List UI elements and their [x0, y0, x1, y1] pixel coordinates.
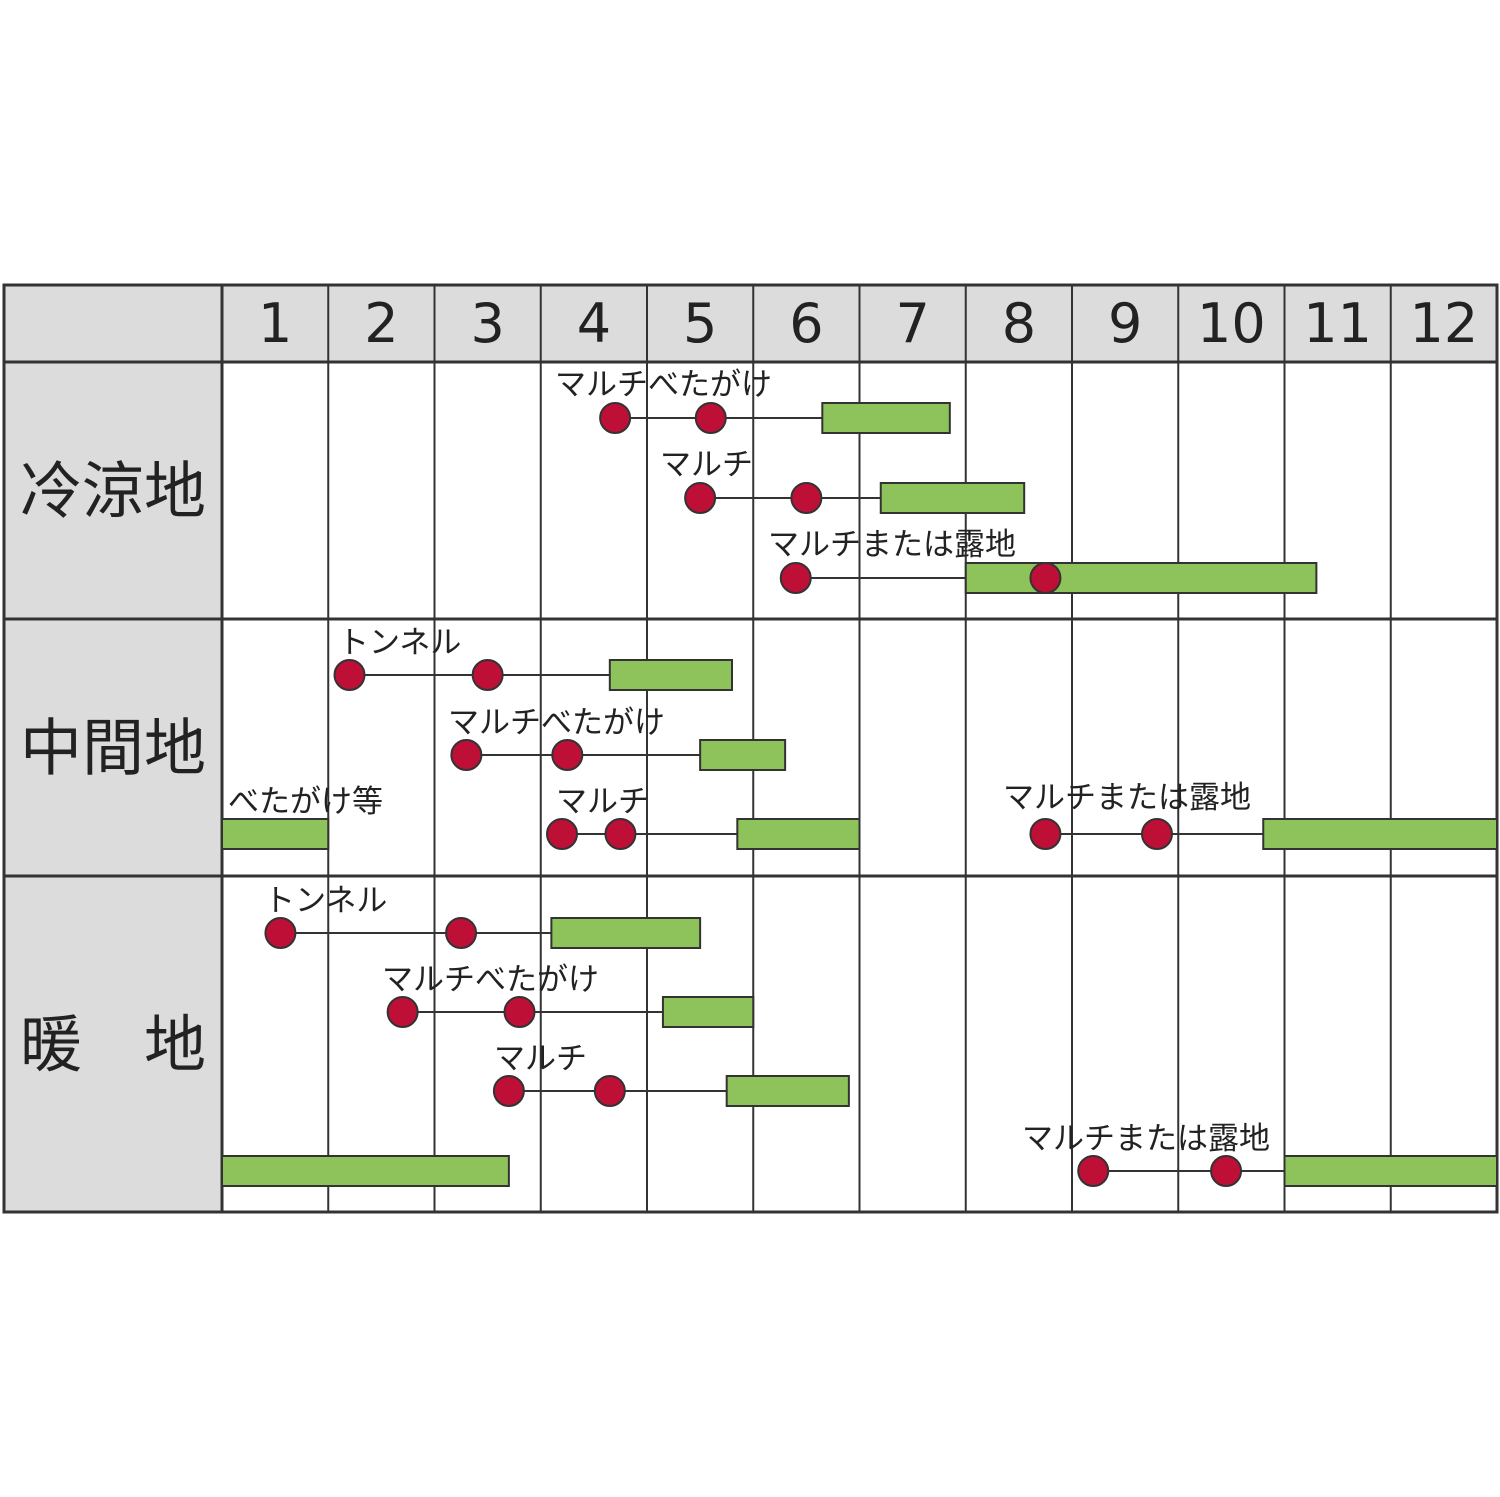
planting-marker: [471, 659, 504, 691]
sowing-marker: [492, 1075, 525, 1107]
harvest-period-bar: [1262, 818, 1498, 850]
region-name: 中間地: [20, 712, 206, 785]
harvest-period-bar: [699, 739, 787, 771]
planting-marker: [503, 996, 536, 1028]
harvest-period-bar: [736, 818, 861, 850]
planting-marker: [551, 739, 584, 771]
row-label: べたがけ等: [228, 784, 383, 820]
region-name: 冷涼地: [20, 455, 206, 528]
month-label: 10: [1197, 292, 1266, 355]
planting-marker: [604, 818, 637, 850]
harvest-period-bar: [725, 1075, 850, 1107]
harvest-period-bar: [1283, 1155, 1498, 1187]
row-label: マルチべたがけ: [382, 962, 599, 998]
harvest-period-bar: [221, 818, 330, 850]
month-label: 8: [1002, 292, 1036, 355]
sowing-marker: [599, 402, 632, 434]
planting-marker: [593, 1075, 626, 1107]
region-name: 暖 地: [20, 1008, 206, 1081]
sowing-marker: [450, 739, 483, 771]
month-label: 12: [1410, 292, 1479, 355]
harvest-period-bar: [608, 659, 733, 691]
sowing-marker: [684, 482, 717, 514]
sowing-marker: [386, 996, 419, 1028]
month-label: 9: [1108, 292, 1142, 355]
month-label: 4: [577, 292, 611, 355]
planting-marker: [445, 917, 478, 949]
row-label: マルチ: [660, 447, 753, 483]
row-label: マルチ: [494, 1041, 587, 1077]
row-label: マルチまたは露地: [1022, 1121, 1270, 1157]
region-label-cell: [4, 619, 222, 876]
harvest-period-bar: [821, 402, 951, 434]
row-label: マルチべたがけ: [555, 367, 772, 403]
row-label: マルチ: [556, 784, 649, 820]
planting-marker: [694, 402, 727, 434]
sowing-marker: [264, 917, 297, 949]
month-label: 3: [470, 292, 504, 355]
row-label: マルチまたは露地: [768, 527, 1016, 563]
planting-marker: [1141, 818, 1173, 850]
month-label: 1: [258, 292, 292, 355]
chart-border: [2, 283, 1499, 1214]
sowing-marker: [333, 659, 366, 691]
region-label-cell: [4, 362, 222, 619]
row-label: マルチべたがけ: [448, 705, 665, 741]
sowing-marker: [1077, 1155, 1110, 1187]
month-label: 2: [364, 292, 398, 355]
month-label: 11: [1303, 292, 1372, 355]
row-label: マルチまたは露地: [1003, 780, 1251, 816]
sowing-marker: [546, 818, 578, 850]
planting-marker: [1029, 562, 1062, 594]
sowing-marker: [1029, 818, 1062, 850]
harvest-period-bar: [661, 996, 755, 1028]
row-label: トンネル: [264, 883, 387, 919]
planting-marker: [790, 482, 823, 514]
harvest-period-bar: [550, 917, 702, 949]
planting-marker: [1210, 1155, 1243, 1187]
header-row-bg: [4, 285, 1497, 362]
harvest-period-bar: [879, 482, 1026, 514]
row-label: トンネル: [338, 625, 461, 661]
region-label-cell: [4, 876, 222, 1212]
sowing-marker: [779, 562, 812, 594]
month-label: 6: [789, 292, 823, 355]
month-label: 7: [895, 292, 929, 355]
month-label: 5: [683, 292, 717, 355]
harvest-period-bar: [964, 562, 1318, 594]
harvest-period-bar: [221, 1155, 510, 1187]
